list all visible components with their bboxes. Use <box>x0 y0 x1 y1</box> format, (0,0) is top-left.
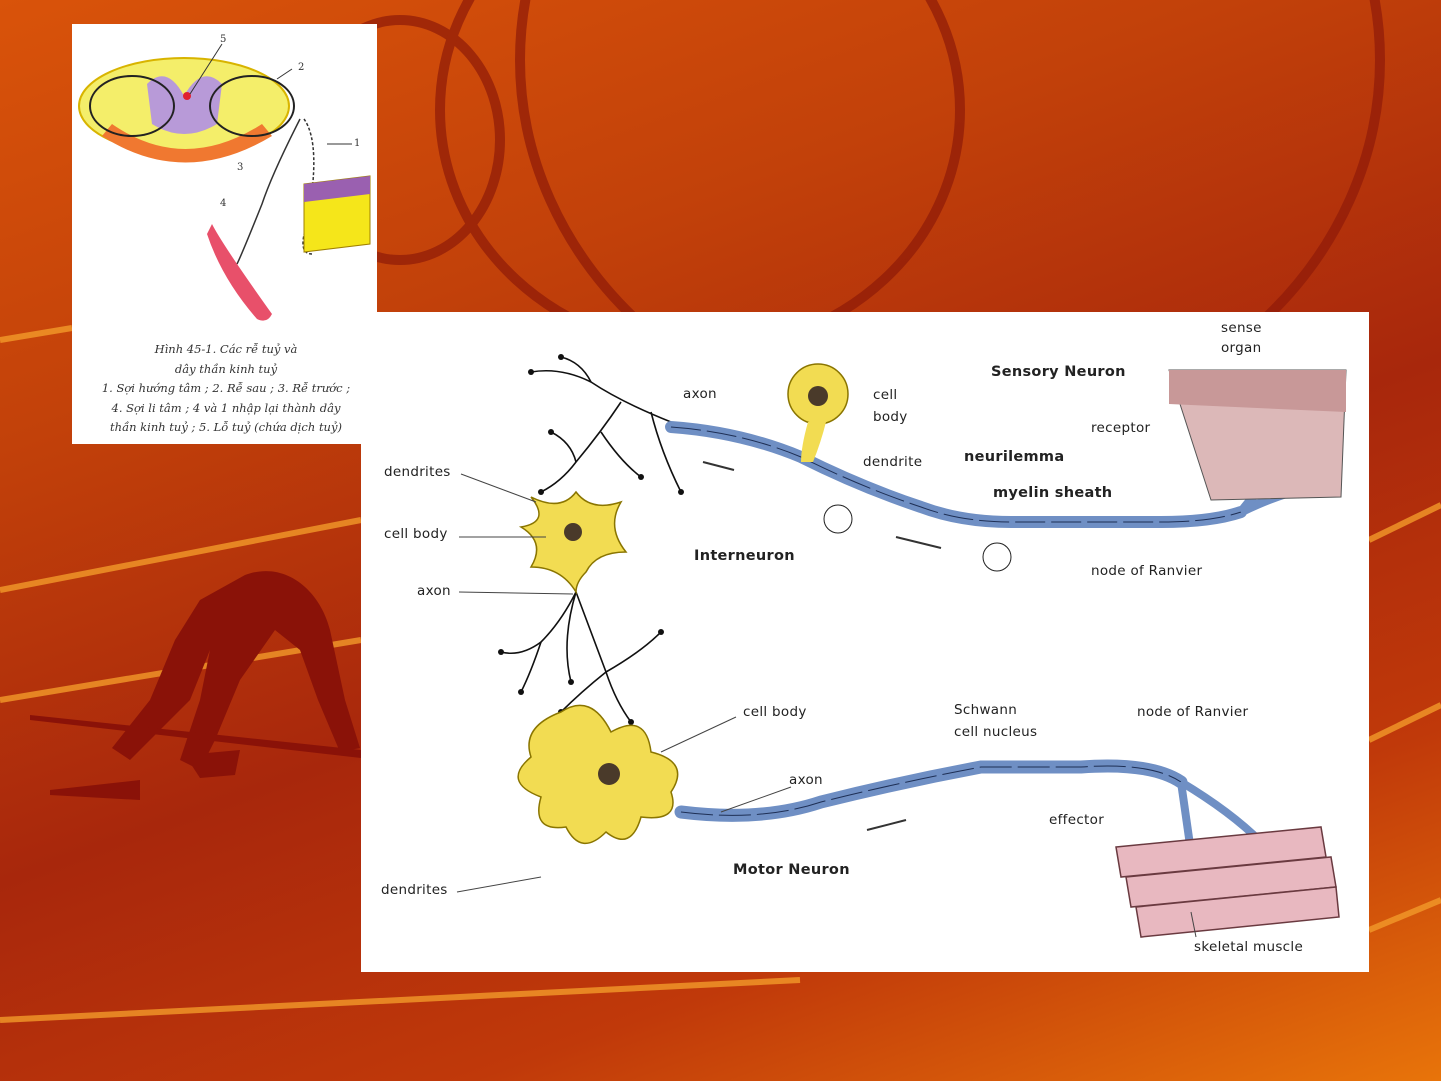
label-axon-top: axon <box>683 386 717 402</box>
label-receptor: receptor <box>1091 420 1151 436</box>
label-sense: sense <box>1221 320 1262 336</box>
caption-line: thần kinh tuỷ ; 5. Lỗ tuỷ (chứa dịch tuỷ… <box>110 420 342 434</box>
impulse-icon <box>823 504 853 534</box>
skeletal-muscle-icon <box>1115 826 1340 938</box>
bg-streak <box>1367 702 1441 743</box>
skin-layer <box>304 176 370 202</box>
spinal-cord-drawing <box>78 43 371 321</box>
label-motor-neuron: Motor Neuron <box>733 862 850 878</box>
bg-streak <box>0 517 362 593</box>
label-schwann: Schwann <box>954 702 1018 718</box>
central-canal <box>183 92 191 100</box>
bg-streak <box>0 977 801 1023</box>
motor-nucleus <box>598 763 620 785</box>
label-cell-nucleus: cell nucleus <box>954 724 1038 740</box>
label-4: 4 <box>220 198 227 209</box>
label-skeletal-muscle: skeletal muscle <box>1194 939 1304 955</box>
figure-caption: Hình 45-1. Các rễ tuỷ và dây thần kinh t… <box>80 340 372 438</box>
caption-line: dây thần kinh tuỷ <box>174 361 278 376</box>
neuron-diagram: sense organ Sensory Neuron receptor axon… <box>361 312 1369 972</box>
impulse-icon <box>982 542 1012 572</box>
interneuron-axon-tree <box>500 356 682 723</box>
label-interneuron: Interneuron <box>694 548 795 564</box>
interneuron-cell-body <box>518 490 628 595</box>
spinal-cord-lower-layer <box>102 124 272 163</box>
grey-matter <box>147 76 222 134</box>
label-node-ranvier-top: node of Ranvier <box>1091 563 1203 579</box>
interneuron-nucleus <box>564 523 582 541</box>
direction-arrow-icon <box>866 819 907 831</box>
nerve-loop-left <box>89 75 175 137</box>
label-cell-body-motor: cell body <box>743 704 807 720</box>
label-dendrites-bottom: dendrites <box>381 882 448 898</box>
label-dendrites-left: dendrites <box>384 464 451 480</box>
leader-lines <box>456 473 1197 938</box>
label-sensory-neuron: Sensory Neuron <box>991 364 1126 380</box>
label-1: 1 <box>354 138 361 149</box>
caption-line: 1. Sợi hướng tâm ; 2. Rễ sau ; 3. Rễ trư… <box>101 381 351 395</box>
efferent-fiber <box>236 118 301 265</box>
sensory-stalk <box>801 422 826 462</box>
label-body-top: body <box>873 409 908 425</box>
label-axon-motor: axon <box>789 772 823 788</box>
skin-surface <box>1169 370 1346 412</box>
caption-line: 4. Sợi li tâm ; 4 và 1 nhập lại thành dâ… <box>111 400 341 415</box>
leader-2 <box>276 68 293 80</box>
label-dendrite: dendrite <box>863 454 923 470</box>
leader-5 <box>189 43 223 95</box>
muscle-icon <box>207 224 272 321</box>
direction-arrow-icon <box>702 461 735 471</box>
label-axon-left: axon <box>417 583 451 599</box>
label-node-ranvier-bottom: node of Ranvier <box>1137 704 1249 720</box>
nerve-loop-right <box>209 75 295 137</box>
label-3: 3 <box>237 162 244 173</box>
label-effector: effector <box>1049 812 1105 828</box>
motor-axon <box>674 759 1188 822</box>
synaptic-knobs <box>498 354 684 725</box>
sensory-nucleus <box>808 386 828 406</box>
label-cell-top: cell <box>873 387 898 403</box>
label-organ: organ <box>1221 340 1262 356</box>
label-myelin-sheath: myelin sheath <box>993 485 1113 501</box>
label-neurilemma: neurilemma <box>964 449 1065 465</box>
motor-cell-body <box>517 704 679 844</box>
bg-streak <box>1367 502 1441 543</box>
caption-line: Hình 45-1. Các rễ tuỷ và <box>154 342 298 356</box>
label-5: 5 <box>220 34 227 45</box>
myelin-segments <box>670 426 1242 523</box>
direction-arrow-icon <box>895 536 942 549</box>
bg-streak <box>0 325 73 343</box>
label-2: 2 <box>298 62 305 73</box>
bg-streak <box>1367 897 1441 933</box>
motor-branch <box>1178 778 1264 845</box>
label-cell-body-left: cell body <box>384 526 448 542</box>
neuron-drawing <box>456 354 1347 938</box>
spinal-nerve-figure: 5 2 1 3 4 Hình 45-1. Các rễ tuỷ và dây t… <box>72 24 377 444</box>
motor-myelin-segments <box>680 765 1182 816</box>
sprinter-silhouette <box>30 571 361 800</box>
